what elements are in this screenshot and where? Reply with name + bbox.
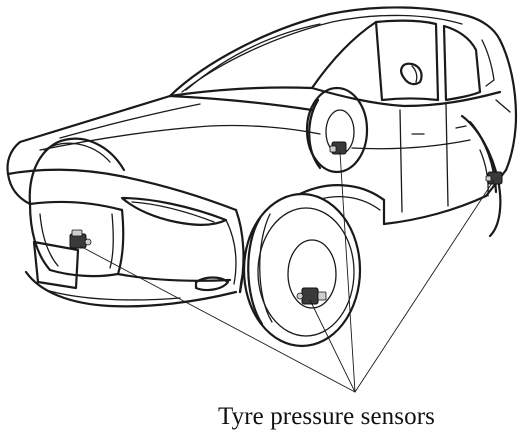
leader-line-rear bbox=[354, 179, 495, 393]
front-right-wheel bbox=[242, 192, 362, 348]
front-left-wheel bbox=[28, 137, 126, 206]
callout-leader-lines bbox=[79, 151, 495, 393]
leader-line-front-left bbox=[79, 245, 356, 393]
sensor-far-front bbox=[329, 141, 347, 155]
leader-line-far-front bbox=[339, 151, 356, 393]
sensor-front-left bbox=[69, 229, 92, 249]
leader-line-front-right bbox=[309, 299, 356, 393]
far-front-wheel bbox=[305, 86, 369, 174]
sensor-front-right bbox=[296, 287, 327, 305]
callout-label: Tyre pressure sensors bbox=[218, 403, 435, 430]
sensor-rear bbox=[485, 171, 503, 185]
